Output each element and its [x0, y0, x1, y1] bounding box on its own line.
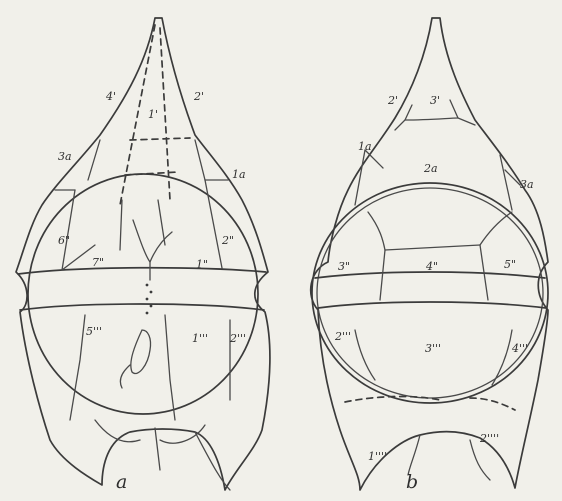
label-a-5ppp: 5''' — [86, 325, 102, 338]
label-a-4p: 4' — [105, 90, 116, 103]
label-a-1pp: 1" — [196, 258, 208, 271]
label-b-4ppp: 4''' — [511, 342, 528, 355]
caption-b: b — [406, 471, 418, 493]
label-a-2p: 2' — [193, 90, 204, 103]
caption-a: a — [116, 471, 127, 493]
label-a-2pp: 2" — [221, 234, 234, 247]
label-a-3a: 3a — [58, 150, 72, 163]
label-b-2ppp: 2''' — [334, 330, 351, 343]
label-a-1p: 1' — [148, 108, 158, 121]
label-b-5pp: 5" — [504, 258, 516, 271]
label-a-1a: 1a — [232, 168, 246, 181]
label-b-3pp: 3" — [338, 260, 350, 273]
panel-a-drawing — [16, 18, 270, 490]
label-b-4pp: 4" — [425, 260, 438, 273]
label-b-3ppp: 3''' — [425, 342, 441, 355]
label-b-1pppp: 1'''' — [368, 450, 387, 463]
panel-b-drawing — [311, 18, 548, 490]
label-a-7pp: 7" — [92, 256, 104, 269]
label-b-1a: 1a — [358, 140, 372, 153]
label-a-2ppp: 2''' — [229, 332, 246, 345]
label-b-3a: 3a — [520, 178, 534, 191]
label-a-1ppp: 1''' — [192, 332, 208, 345]
label-b-3p: 3' — [430, 94, 440, 107]
label-b-2p: 2' — [387, 94, 398, 107]
label-a-6pp: 6" — [58, 234, 70, 247]
label-b-2a: 2a — [423, 162, 438, 175]
label-b-2pppp: 2'''' — [479, 432, 499, 445]
